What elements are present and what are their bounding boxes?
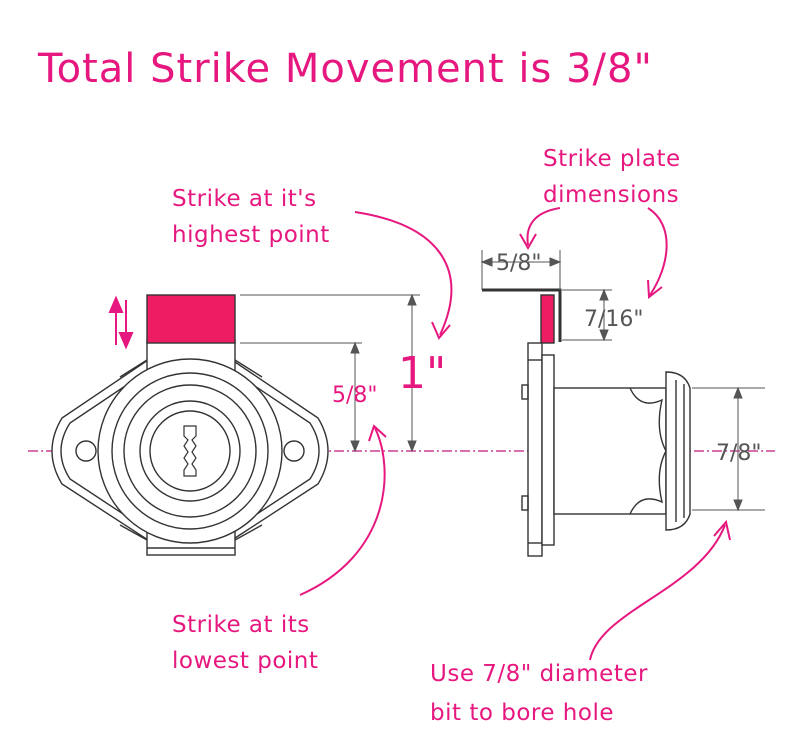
plate-width-dimension bbox=[480, 250, 562, 290]
plate-width-label: 5/8" bbox=[496, 251, 542, 276]
plate-dims-note-line2: dimensions bbox=[543, 182, 679, 208]
flange-shade-line bbox=[234, 524, 263, 541]
housing-middle-ring bbox=[111, 372, 269, 530]
side-tab-top bbox=[521, 384, 529, 400]
cylinder-face bbox=[139, 400, 241, 502]
lowest-point-note-line2: lowest point bbox=[172, 648, 318, 674]
highest-point-arrow bbox=[354, 211, 453, 340]
up-down-arrows-icon bbox=[108, 295, 134, 350]
flange-shade-line bbox=[119, 359, 148, 378]
travel-dimension-label: 1" bbox=[398, 348, 446, 399]
front-collar bbox=[665, 371, 691, 531]
plate-height-label: 7/16" bbox=[584, 307, 644, 332]
travel-dimension bbox=[240, 293, 420, 453]
bore-arrow bbox=[589, 519, 731, 661]
side-flange-step bbox=[541, 354, 555, 546]
plate-dims-note-line1: Strike plate bbox=[543, 146, 681, 172]
plate-dims-arrows bbox=[519, 207, 668, 299]
bore-diameter-dimension bbox=[692, 386, 765, 512]
housing-inner-ring bbox=[123, 384, 257, 518]
bore-diameter-label: 7/8" bbox=[716, 441, 762, 466]
cylinder-body bbox=[553, 387, 667, 515]
flange-shade-line bbox=[119, 524, 148, 541]
lowest-offset-dimension bbox=[240, 341, 362, 453]
housing-outer-ring bbox=[97, 358, 283, 544]
lowest-point-arrow bbox=[299, 424, 387, 596]
side-tab-bottom bbox=[521, 495, 529, 511]
key-cylinder-icon bbox=[183, 425, 197, 477]
lock-front-view bbox=[51, 294, 329, 556]
cylinder-plug bbox=[149, 410, 231, 492]
side-flange bbox=[527, 342, 543, 557]
bore-note-line1: Use 7/8" diameter bbox=[430, 661, 648, 687]
lowest-point-note-line1: Strike at its bbox=[172, 612, 310, 638]
highest-point-note-line1: Strike at it's bbox=[172, 186, 317, 212]
lowest-offset-label: 5/8" bbox=[332, 383, 378, 408]
plate-height-dimension bbox=[562, 288, 612, 342]
bore-note-line2: bit to bore hole bbox=[430, 700, 614, 726]
mounting-hole-right bbox=[283, 440, 305, 462]
flange-shade-line bbox=[234, 359, 263, 378]
highest-point-note-line2: highest point bbox=[172, 222, 330, 248]
mounting-hole-left bbox=[75, 440, 97, 462]
strike-top bbox=[146, 294, 236, 344]
strike-plate-highlight bbox=[540, 294, 555, 344]
diagram-title: Total Strike Movement is 3/8" bbox=[37, 46, 653, 92]
